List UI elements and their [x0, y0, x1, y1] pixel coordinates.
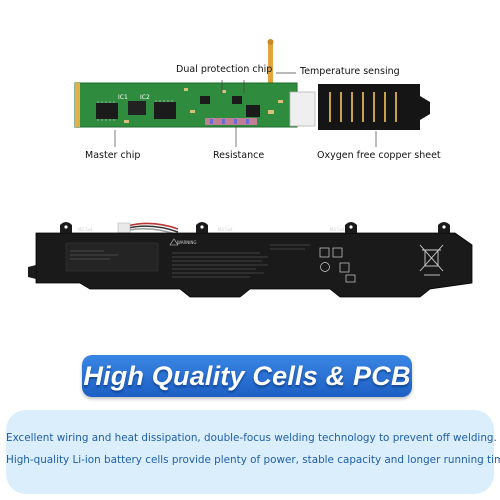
resistors: [210, 119, 249, 124]
mounting-tabs: [28, 222, 450, 279]
protection-chip-1: [200, 96, 210, 104]
ic1-label: IC1: [118, 94, 128, 101]
oxygen-free-copper-sheet-label: Oxygen free copper sheet: [317, 150, 441, 161]
battery-photo: WARNING M2.5x4 M2.5x4 M2.5x4: [0, 205, 500, 315]
master-chip-2: [154, 102, 176, 119]
battery-label-lines: [70, 244, 310, 278]
master-chip-1: [96, 103, 118, 119]
ic2-label: IC2: [140, 94, 150, 101]
mosfet-chip: [246, 105, 260, 117]
chip-pins: [97, 100, 173, 121]
warning-triangle-icon: [169, 238, 179, 246]
battery-illustration: [28, 222, 473, 298]
certification-marks: [319, 247, 356, 283]
protection-chip-2: [232, 96, 242, 104]
screw-label-right: M2.5x4: [330, 227, 345, 232]
description-line-1: Excellent wiring and heat dissipation, d…: [6, 432, 497, 444]
pcb-illustration: IC1 IC2: [74, 39, 430, 147]
resistance-label: Resistance: [213, 150, 265, 161]
screw-holes: [64, 225, 446, 229]
headline-banner: High Quality Cells & PCB: [82, 355, 412, 397]
dual-protection-chip-label: Dual protection chip: [176, 64, 273, 75]
battery-warning-heading: WARNING: [177, 240, 197, 245]
smd-components: [124, 88, 283, 123]
battery-label-panel: [65, 242, 159, 272]
pcb-diagram: IC1 IC2: [0, 0, 500, 175]
screw-label-center: M2.5x4: [218, 227, 233, 232]
connector-block: [289, 91, 316, 127]
headline-title: High Quality Cells & PCB: [83, 361, 411, 391]
copper-contacts: [329, 92, 397, 122]
temperature-probe-tip: [267, 39, 274, 45]
description-line-2: High-quality Li-ion battery cells provid…: [6, 454, 500, 466]
weee-bin-icon: [419, 244, 444, 276]
pcb-edge-contacts: [75, 83, 80, 127]
resistance-strip: [205, 118, 257, 125]
temperature-sensing-label: Temperature sensing: [300, 66, 400, 77]
battery-plug: [117, 222, 131, 234]
screw-label-left: M2.5x4: [78, 227, 93, 232]
description-panel: Excellent wiring and heat dissipation, d…: [6, 410, 500, 494]
temperature-probe: [268, 40, 273, 98]
master-chip-3: [128, 101, 146, 115]
callout-lines: [114, 72, 377, 147]
master-chip-label: Master chip: [85, 150, 141, 161]
